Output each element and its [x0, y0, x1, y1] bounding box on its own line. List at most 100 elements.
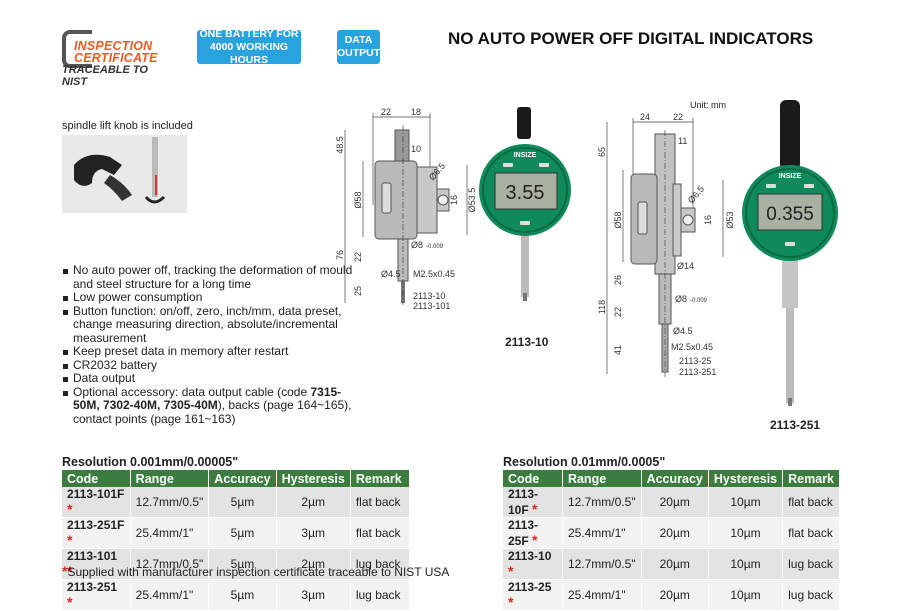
- feature-item: Data output: [62, 371, 362, 386]
- table2-title: Resolution 0.01mm/0.0005": [503, 455, 666, 469]
- range-cell: 12.7mm/0.5": [130, 487, 210, 518]
- dim-label: 22: [353, 252, 363, 262]
- dim-label: -0.009: [426, 244, 444, 250]
- badge-line: OUTPUT: [337, 47, 381, 59]
- accuracy-cell: 5µm: [208, 579, 277, 611]
- col-remark: Remark: [350, 470, 411, 487]
- col-remark: Remark: [782, 470, 840, 487]
- dim-label: 22: [381, 107, 391, 117]
- dim-label: 16: [703, 215, 713, 225]
- dim-label: M2.5x0.45: [671, 342, 713, 352]
- dim-label: Ø53.5: [467, 188, 475, 213]
- hysteresis-cell: 3µm: [276, 579, 351, 611]
- accuracy-cell: 5µm: [208, 517, 277, 549]
- asterisk: *: [67, 532, 73, 548]
- remark-cell: flat back: [350, 487, 411, 518]
- dim-label: 25: [353, 286, 363, 296]
- asterisk: *: [67, 501, 73, 517]
- range-cell: 12.7mm/0.5": [562, 487, 642, 518]
- col-code: Code: [503, 470, 563, 487]
- dim-label: 11: [678, 136, 687, 146]
- model-label: 2113-25: [679, 356, 711, 366]
- brand-label: INSIZE: [779, 173, 802, 180]
- dim-label: 48.5: [335, 136, 345, 154]
- asterisk: *: [508, 594, 514, 610]
- dim-label: Ø53: [725, 211, 735, 228]
- feature-list: No auto power off, tracking the deformat…: [62, 263, 362, 426]
- accuracy-cell: 5µm: [208, 548, 277, 580]
- model-caption: 2113-251: [770, 418, 821, 432]
- code-cell: 2113-10F *: [503, 487, 563, 518]
- remark-cell: lug back: [782, 548, 840, 580]
- code-text: 2113-101: [67, 549, 118, 563]
- code-cell: 2113-251 *: [62, 579, 131, 611]
- dim-label: 24: [640, 112, 650, 122]
- range-cell: 25.4mm/1": [562, 517, 642, 549]
- dimension-drawing-2113-25: 24 22 11 65 Ø58 Ø6.5 16 Ø53 26 118 22 41…: [597, 112, 735, 377]
- col-range: Range: [562, 470, 642, 487]
- code-cell: 2113-101F *: [62, 487, 131, 518]
- resolution-0.01-table: Code Range Accuracy Hysteresis Remark 21…: [503, 470, 840, 611]
- brand-label: INSIZE: [514, 152, 537, 159]
- badge-line: ONE BATTERY FOR: [199, 27, 299, 40]
- hysteresis-cell: 3µm: [276, 517, 351, 549]
- feature-item: CR2032 battery: [62, 358, 362, 373]
- code-cell: 2113-101 *: [62, 548, 131, 580]
- dim-label: 76: [335, 250, 345, 260]
- lcd-readout: 0.355: [766, 204, 814, 225]
- range-cell: 12.7mm/0.5": [562, 548, 642, 580]
- remark-cell: lug back: [350, 548, 411, 580]
- indicator-photo-2113-251: INSIZE 0.355: [742, 100, 838, 406]
- col-range: Range: [130, 470, 210, 487]
- dim-label: Ø4.5: [381, 269, 401, 279]
- col-code: Code: [62, 470, 131, 487]
- range-cell: 12.7mm/0.5": [130, 548, 210, 580]
- remark-cell: flat back: [782, 487, 840, 518]
- hysteresis-cell: 10µm: [708, 579, 784, 611]
- dim-label: 41: [613, 345, 623, 355]
- badge-line: DATA: [344, 34, 373, 46]
- accuracy-cell: 20µm: [641, 517, 709, 549]
- badge-line: 4000 WORKING HOURS: [209, 40, 289, 66]
- dim-label: 16: [449, 195, 459, 205]
- feature-item: Button function: on/off, zero, inch/mm, …: [62, 304, 362, 346]
- asterisk: *: [508, 563, 514, 579]
- remark-cell: lug back: [350, 579, 411, 611]
- spindle-note: spindle lift knob is included: [62, 120, 193, 132]
- code-text: 2113-10: [508, 549, 552, 563]
- range-cell: 25.4mm/1": [130, 517, 210, 549]
- dim-label: 26: [613, 275, 623, 285]
- code-cell: 2113-25F *: [503, 517, 563, 549]
- code-text: 2113-251F: [67, 518, 125, 532]
- code-cell: 2113-25 *: [503, 579, 563, 611]
- asterisk: *: [62, 563, 68, 579]
- code-text: 2113-251: [67, 580, 118, 594]
- spindle-knob-photo: [62, 135, 187, 213]
- dim-label: Ø6.5: [686, 184, 706, 205]
- model-label: 2113-251: [679, 367, 716, 377]
- accuracy-cell: 5µm: [208, 487, 277, 518]
- dim-label: Ø8: [411, 240, 423, 250]
- feature-item: Low power consumption: [62, 290, 362, 305]
- asterisk: *: [532, 501, 538, 517]
- remark-cell: lug back: [782, 579, 840, 611]
- accessory-prefix: Optional accessory: data output cable (c…: [73, 384, 308, 399]
- dim-label: 18: [411, 107, 421, 117]
- indicator-photo-2113-10: INSIZE 3.55: [479, 107, 571, 301]
- asterisk: *: [67, 594, 73, 610]
- dim-label: Ø58: [353, 191, 363, 208]
- code-text: 2113-101F: [67, 487, 125, 501]
- col-accuracy: Accuracy: [641, 470, 709, 487]
- feature-item: No auto power off, tracking the deformat…: [62, 263, 362, 291]
- hysteresis-cell: 10µm: [708, 487, 784, 518]
- dim-label: Ø4.5: [673, 326, 693, 336]
- code-text: 2113-25: [508, 580, 552, 594]
